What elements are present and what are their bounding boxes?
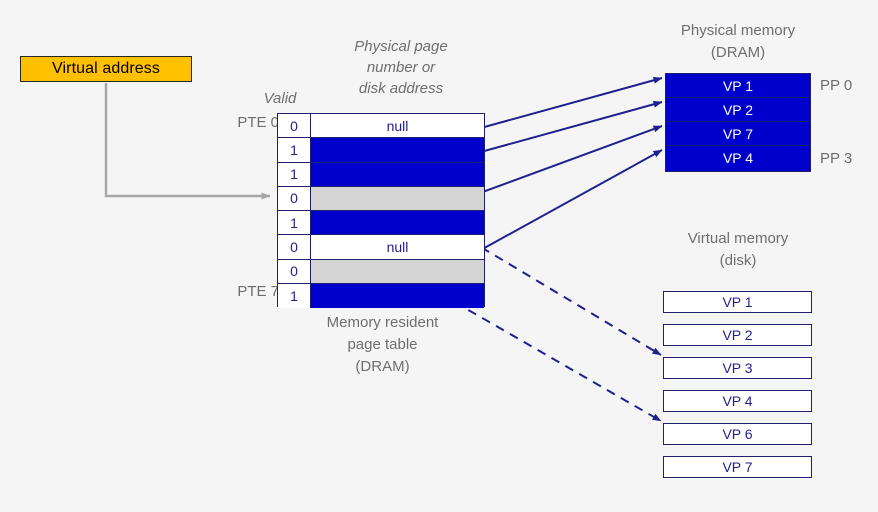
virtual-page-box[interactable]: VP 4 [663, 390, 812, 412]
virtual-memory-caption-line1: Virtual memory [687, 230, 789, 247]
virtual-address-callout[interactable]: Virtual address [20, 56, 192, 82]
physical-memory-caption: Physical memory (DRAM) [648, 20, 828, 64]
ppn-cell [311, 162, 484, 187]
valid-bit: 0 [278, 114, 311, 139]
virtual-page-box[interactable]: VP 3 [663, 357, 812, 379]
physical-memory-caption-line2: (DRAM) [710, 44, 766, 61]
valid-bit: 0 [278, 235, 311, 260]
virtual-page-box[interactable]: VP 1 [663, 291, 812, 313]
physical-memory-box: VP 1 VP 2 VP 7 VP 4 [665, 73, 811, 172]
ppn-cell [311, 186, 484, 211]
physical-memory-caption-line1: Physical memory [680, 22, 796, 39]
ppn-header-line1: Physical page [354, 38, 448, 55]
ppn-cell [311, 138, 484, 163]
ppn-column-header: Physical page number or disk address [315, 36, 487, 99]
valid-column-header: Valid [263, 90, 297, 107]
page-table-row[interactable]: 1 [278, 211, 484, 236]
valid-bit: 1 [278, 162, 311, 187]
physical-page-row[interactable]: VP 2 [666, 98, 810, 122]
physical-page-row[interactable]: VP 7 [666, 122, 810, 146]
valid-bit: 1 [278, 283, 311, 308]
page-table-row[interactable]: 0 [278, 259, 484, 284]
page-table-caption-line1: Memory resident [326, 314, 439, 331]
page-table: 0 null 1 1 0 1 [277, 113, 485, 308]
page-table-row[interactable]: 1 [278, 162, 484, 187]
virtual-page-box[interactable]: VP 2 [663, 324, 812, 346]
page-table-caption-line2: page table [347, 336, 418, 353]
valid-bit: 1 [278, 138, 311, 163]
ppn-cell [311, 283, 484, 308]
page-table-row[interactable]: 1 [278, 283, 484, 308]
virtual-memory-caption-line2: (disk) [719, 252, 757, 269]
virtual-address-label: Virtual address [52, 60, 160, 77]
virtual-address-pointer [104, 83, 271, 200]
valid-bit: 1 [278, 211, 311, 236]
page-table-row[interactable]: 1 [278, 138, 484, 163]
virtual-page-box[interactable]: VP 7 [663, 456, 812, 478]
pte-last-label: PTE 7 [237, 283, 279, 300]
ppn-cell [311, 211, 484, 236]
ppn-value: null [386, 238, 409, 255]
physical-page-first-label: PP 0 [820, 77, 853, 94]
page-table-caption: Memory resident page table (DRAM) [300, 312, 465, 378]
ppn-header-line3: disk address [358, 80, 444, 97]
page-table-row[interactable]: 0 null [278, 235, 484, 260]
ppn-cell: null [311, 114, 484, 139]
page-table-row[interactable]: 0 [278, 186, 484, 211]
valid-bit: 0 [278, 259, 311, 284]
ppn-value: null [386, 117, 409, 134]
virtual-page-box[interactable]: VP 6 [663, 423, 812, 445]
page-table-caption-line3: (DRAM) [355, 358, 410, 375]
ppn-cell: null [311, 235, 484, 260]
physical-page-row[interactable]: VP 1 [666, 74, 810, 98]
ppn-header-line2: number or [366, 59, 436, 76]
physical-page-row[interactable]: VP 4 [722, 150, 754, 166]
ppn-cell [311, 259, 484, 284]
page-table-row[interactable]: 0 null [278, 114, 484, 139]
physical-page-last-label: PP 3 [820, 150, 853, 167]
valid-bit: 0 [278, 186, 311, 211]
pte-first-label: PTE 0 [237, 114, 279, 131]
virtual-memory-caption: Virtual memory (disk) [648, 228, 828, 272]
